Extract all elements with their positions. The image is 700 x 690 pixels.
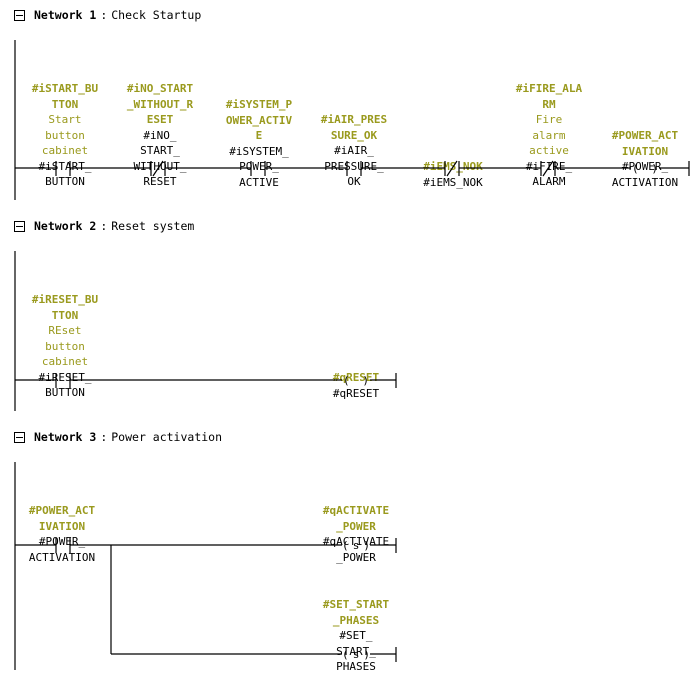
contact-no[interactable]	[55, 373, 71, 388]
network-2-header[interactable]: Network 2 : Reset system	[14, 218, 194, 234]
coil[interactable]: ( )	[343, 374, 369, 387]
network-1-title: Check Startup	[111, 8, 202, 22]
contact-no[interactable]	[55, 161, 71, 176]
network-2-rung: ( )	[14, 251, 397, 411]
collapse-icon[interactable]	[14, 431, 25, 443]
network-2-label: Network 2	[34, 219, 97, 233]
n1-power-activation-label: #POWER_ACT IVATION#POWER_ ACTIVATION	[611, 129, 679, 189]
network-2-title: Reset system	[111, 219, 195, 233]
n2-qreset-label: #qRESET#qRESET	[332, 371, 380, 400]
n1-air-pressure-label: #iAIR_PRES SURE_OK#iAIR_ PRESSURE_ OK	[320, 113, 388, 188]
contact-nc[interactable]	[150, 160, 166, 177]
n1-no-start-label: #iNO_START _WITHOUT_R ESET#iNO_ START_ W…	[126, 82, 194, 188]
coil[interactable]: ( )	[632, 162, 658, 175]
network-1-label: Network 1	[34, 8, 97, 22]
contact-no[interactable]	[55, 538, 71, 553]
network-1-rung: ( )	[14, 40, 690, 200]
network-1-header[interactable]: Network 1 : Check Startup	[14, 7, 201, 23]
network-3-header[interactable]: Network 3 : Power activation	[14, 429, 222, 445]
contact-nc[interactable]	[540, 160, 556, 177]
collapse-icon[interactable]	[14, 9, 25, 21]
n3-set-start-phases-label: #SET_START _PHASES#SET_ START_ PHASES	[322, 598, 390, 673]
contact-no[interactable]	[250, 161, 266, 176]
network-3-rung: (s) (s)	[14, 462, 397, 670]
network-3-label: Network 3	[34, 430, 97, 444]
coil-set[interactable]: (s)	[342, 539, 370, 552]
collapse-icon[interactable]	[14, 220, 25, 232]
contact-nc[interactable]	[444, 160, 460, 177]
n1-system-power-label: #iSYSTEM_P OWER_ACTIV E#iSYSTEM_ POWER_ …	[225, 98, 293, 189]
coil-set[interactable]: (s)	[342, 648, 370, 661]
network-3-title: Power activation	[111, 430, 223, 444]
contact-no[interactable]	[346, 161, 362, 176]
